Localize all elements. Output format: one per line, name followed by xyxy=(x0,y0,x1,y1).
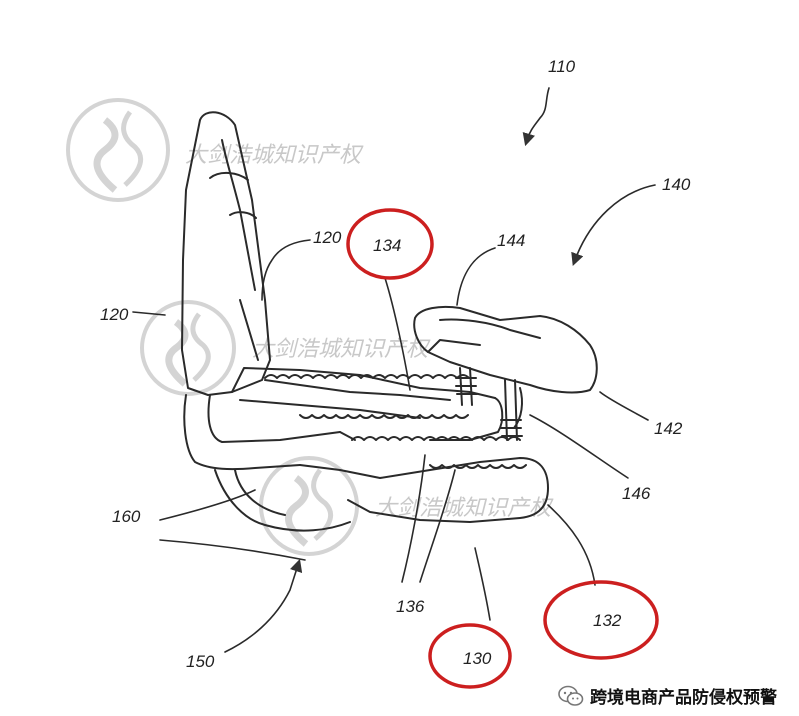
label-132: 132 xyxy=(593,611,622,630)
watermark-logo-3 xyxy=(259,456,359,556)
apparatus-outline xyxy=(181,111,598,532)
footer-account-name: 跨境电商产品防侵权预警 xyxy=(590,688,777,708)
label-130: 130 xyxy=(463,649,492,668)
label-150: 150 xyxy=(186,652,215,671)
label-136: 136 xyxy=(396,597,425,616)
leader-lines xyxy=(132,87,656,653)
label-110: 110 xyxy=(548,57,576,76)
wechat-icon xyxy=(558,685,584,707)
footer-account: 跨境电商产品防侵权预警 xyxy=(558,683,777,708)
watermark-logo-2 xyxy=(140,300,236,396)
label-142: 142 xyxy=(654,419,683,438)
highlight-oval-134 xyxy=(346,208,434,280)
watermark-text-1: 大剑浩城知识产权 xyxy=(185,143,364,168)
highlight-ovals xyxy=(346,208,659,689)
label-140: 140 xyxy=(662,175,691,194)
label-134: 134 xyxy=(373,236,401,255)
label-120-top: 120 xyxy=(313,228,342,247)
label-146: 146 xyxy=(622,484,651,503)
watermark-logo-1 xyxy=(66,98,170,202)
highlight-oval-130 xyxy=(428,623,512,689)
label-144: 144 xyxy=(497,231,525,250)
reference-numerals: 110 140 120 120 134 144 142 146 160 136 … xyxy=(100,57,691,671)
label-160: 160 xyxy=(112,507,141,526)
label-120-left: 120 xyxy=(100,305,129,324)
highlight-oval-132 xyxy=(543,580,659,660)
